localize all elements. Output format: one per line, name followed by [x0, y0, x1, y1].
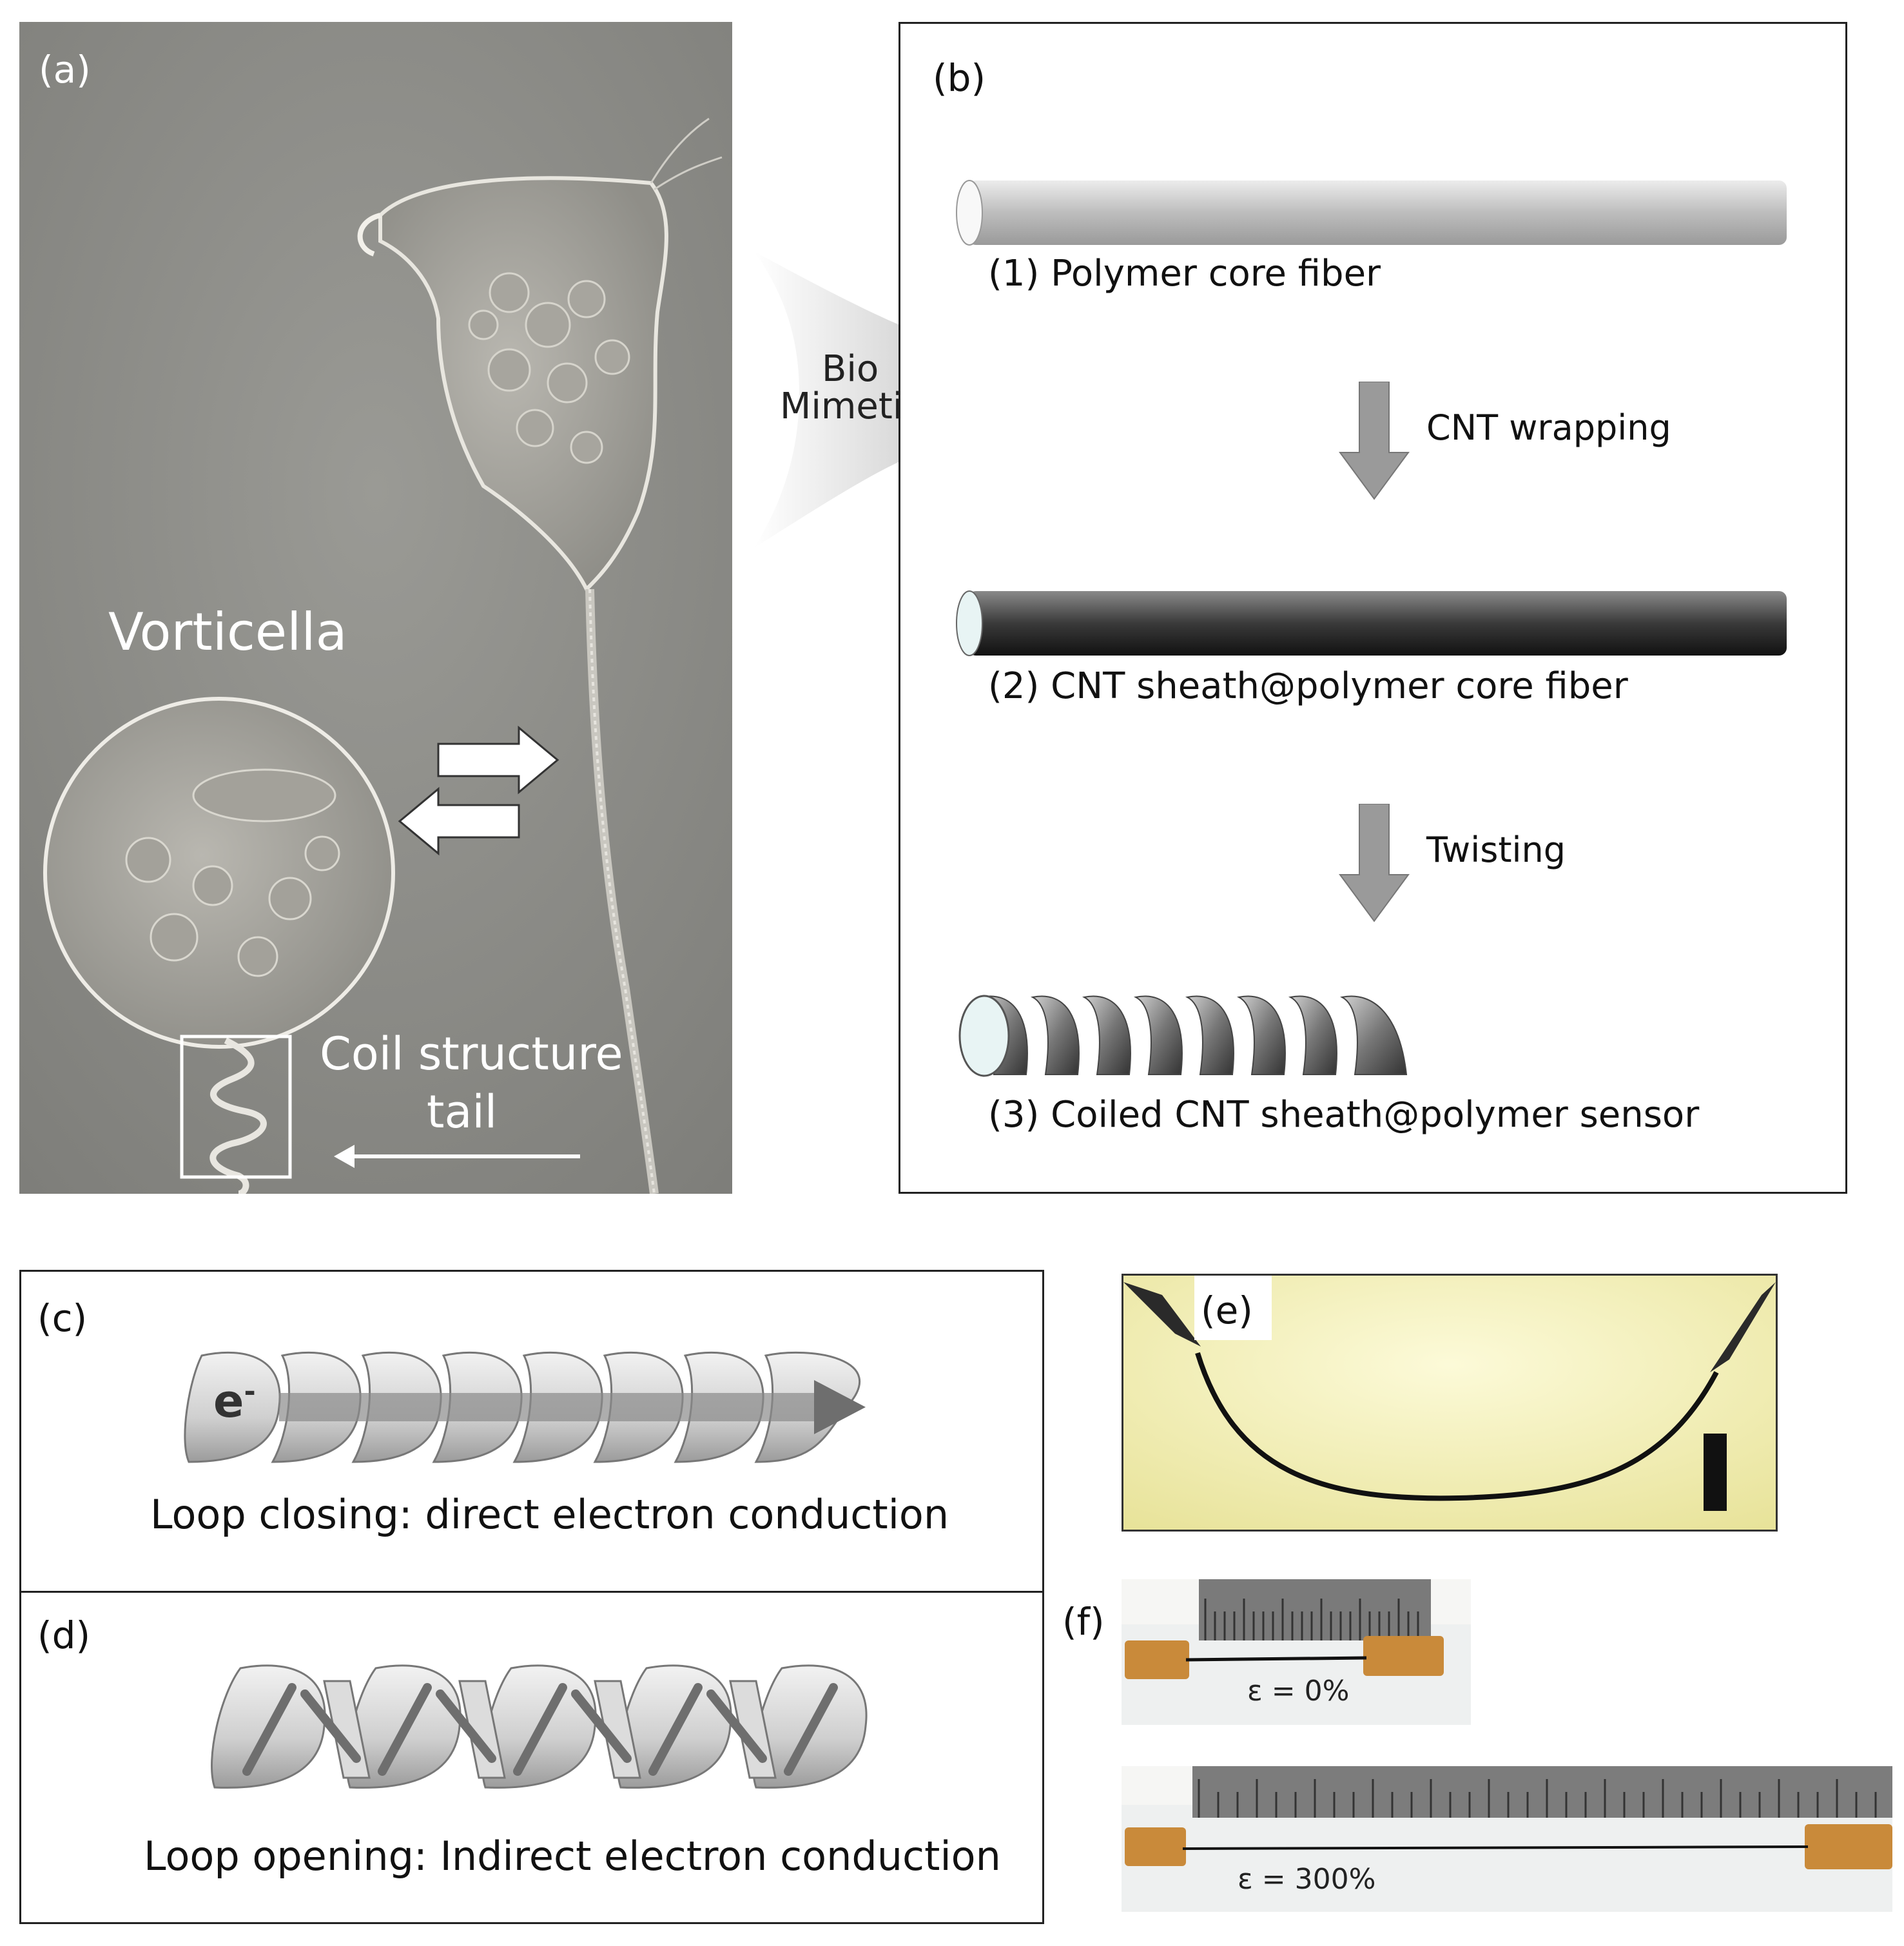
- panel-c-caption: Loop closing: direct electron conduction: [150, 1491, 949, 1538]
- electron-symbol: e-: [213, 1375, 256, 1428]
- down-arrow-1: [1339, 382, 1410, 500]
- step2-label: (2) CNT sheath@polymer core fiber: [988, 665, 1628, 707]
- scale-bar: [1704, 1434, 1727, 1511]
- strain-300-photo: ε = 300%: [1122, 1766, 1892, 1912]
- panel-b: (b) (1) Polymer core fiber CNT wrapping …: [899, 22, 1847, 1194]
- strain-0-photo: ε = 0%: [1122, 1579, 1471, 1725]
- panel-d-label: (d): [37, 1613, 91, 1657]
- panel-a-label: (a): [39, 48, 91, 92]
- contract-arrow: [398, 786, 520, 856]
- panel-d-caption: Loop opening: Indirect electron conducti…: [144, 1833, 1001, 1880]
- biomimetic-line1: Bio: [822, 348, 879, 390]
- closed-coil-illustration: [184, 1351, 866, 1463]
- coiled-sensor: [958, 995, 1408, 1077]
- arrow1-label: CNT wrapping: [1426, 407, 1671, 448]
- panel-e-label: (e): [1201, 1289, 1253, 1332]
- panel-e-photo: (e): [1122, 1274, 1778, 1532]
- ruler-ticks: [1198, 1779, 1877, 1818]
- cnt-sheath-fiber: [956, 590, 1787, 656]
- vorticella-micrograph: (a) Vorticella Coil structure tail: [19, 22, 732, 1194]
- step3-label: (3) Coiled CNT sheath@polymer sensor: [988, 1094, 1700, 1136]
- step1-label: (1) Polymer core fiber: [988, 253, 1381, 295]
- extend-arrow: [437, 725, 559, 795]
- panel-c-label: (c): [37, 1296, 88, 1340]
- open-coil-illustration: [211, 1664, 868, 1789]
- panel-f-label: (f): [1062, 1600, 1105, 1644]
- polymer-core-fiber: [956, 180, 1787, 246]
- panel-divider: [21, 1591, 1042, 1593]
- arrow2-label: Twisting: [1426, 830, 1566, 870]
- down-arrow-2: [1339, 804, 1410, 922]
- panel-cd: (c) e- Loop closing: direct electron con…: [19, 1270, 1044, 1924]
- coil-highlight-box: [180, 1035, 292, 1179]
- vorticella-illustration: [19, 22, 732, 1194]
- strain-0-label: ε = 0%: [1247, 1675, 1350, 1708]
- organism-label: Vorticella: [108, 602, 347, 662]
- strain-300-label: ε = 300%: [1238, 1863, 1376, 1896]
- panel-b-label: (b): [933, 56, 986, 100]
- coil-label-line2: tail: [427, 1085, 498, 1138]
- coil-label-line1: Coil structure: [320, 1027, 623, 1080]
